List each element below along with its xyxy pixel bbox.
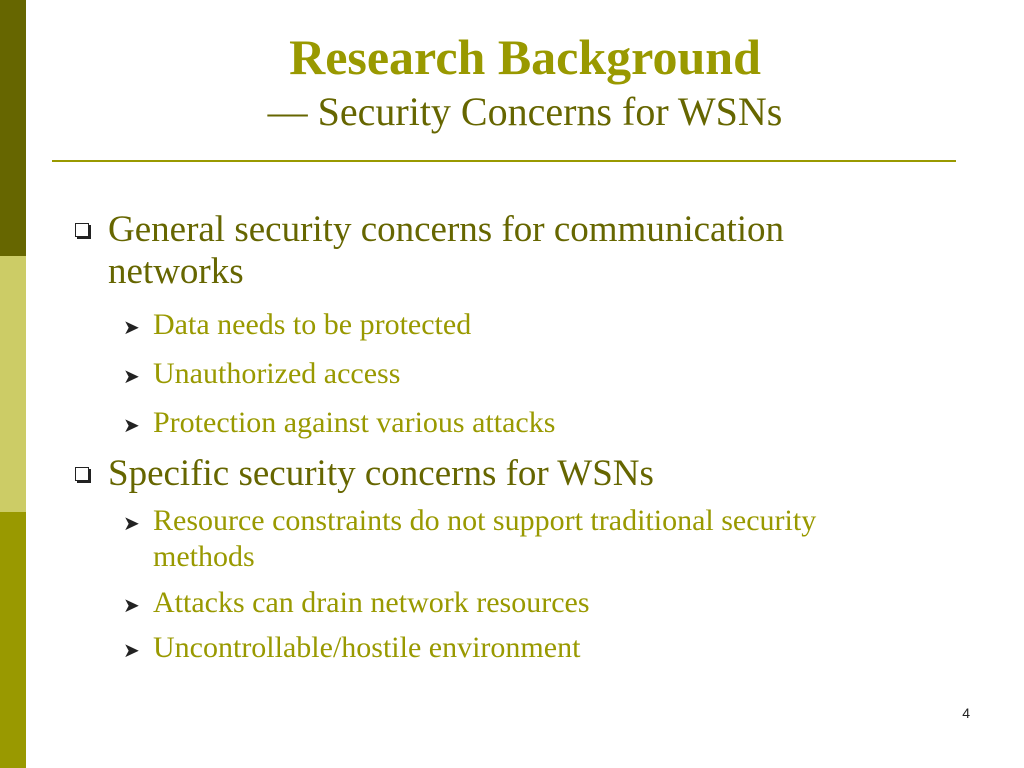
sidebar-band-dark: [0, 0, 26, 256]
arrowhead-bullet-icon: ➤: [123, 366, 140, 388]
bullet-level2: Data needs to be protected: [153, 308, 472, 341]
arrowhead-bullet-icon: ➤: [123, 415, 140, 437]
slide-number: 4: [962, 705, 970, 721]
square-bullet-icon: [75, 467, 89, 481]
bullet-level2: Attacks can drain network resources: [153, 586, 590, 619]
bullet-level1: Specific security concerns for WSNs: [108, 453, 654, 494]
square-bullet-icon: [75, 223, 89, 237]
arrowhead-bullet-icon: ➤: [123, 317, 140, 339]
bullet-level2: Uncontrollable/hostile environment: [153, 631, 581, 664]
slide-subtitle: — Security Concerns for WSNs: [267, 89, 783, 134]
bullet-level1: General security concerns for communicat…: [108, 209, 785, 292]
left-sidebar-decoration: [0, 0, 26, 768]
title-divider: [52, 160, 956, 162]
arrowhead-bullet-icon: ➤: [123, 513, 140, 535]
sidebar-band-light: [0, 256, 26, 512]
bullet-level2: Resource constraints do not support trad…: [153, 504, 817, 573]
bullet-level2: Unauthorized access: [153, 357, 401, 390]
arrowhead-bullet-icon: ➤: [123, 640, 140, 662]
slide-title: Research Background: [289, 29, 761, 85]
sidebar-band-medium: [0, 512, 26, 768]
bullet-level2: Protection against various attacks: [153, 406, 556, 439]
arrowhead-bullet-icon: ➤: [123, 595, 140, 617]
